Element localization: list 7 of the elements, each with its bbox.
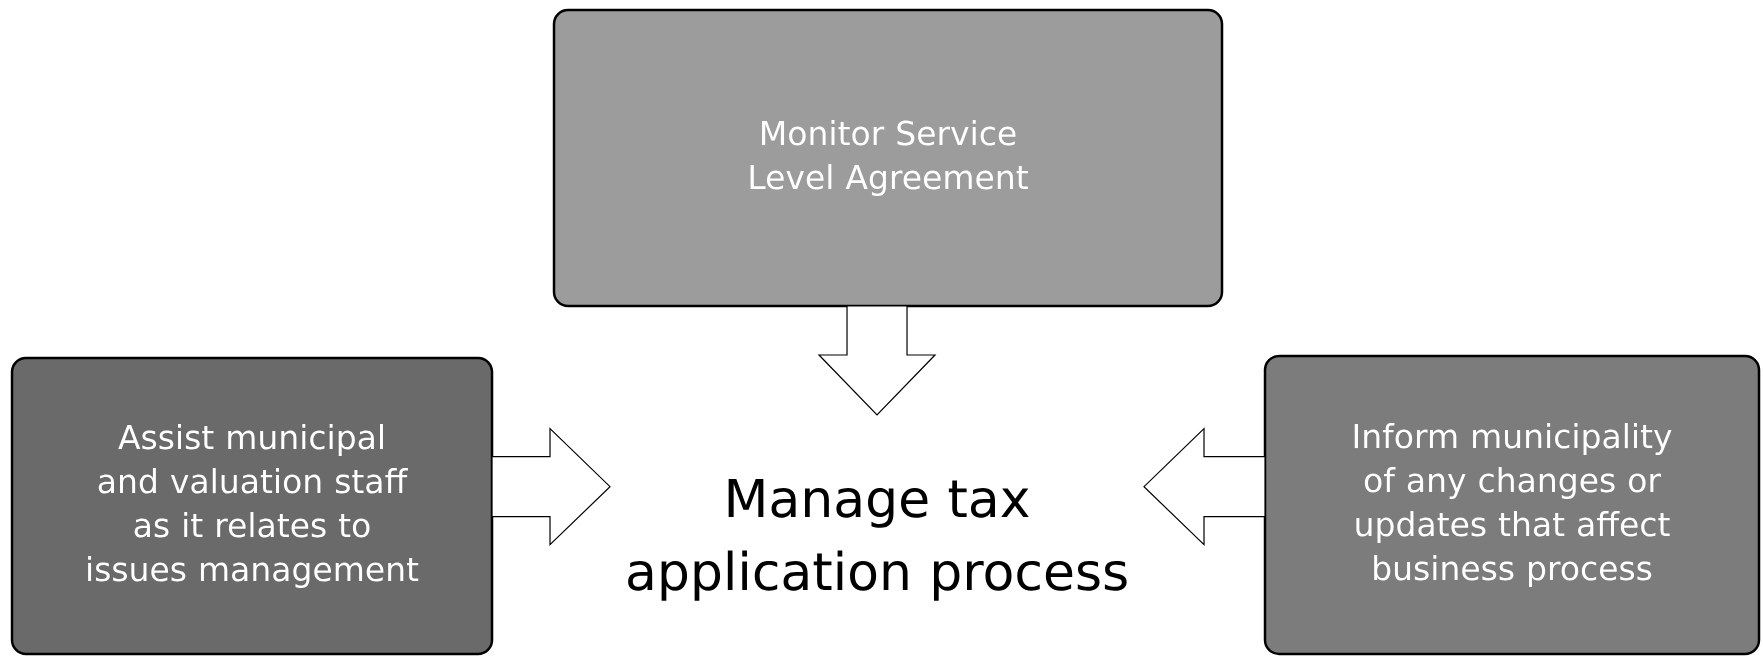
central-process-text: Manage tax application process xyxy=(628,479,1127,601)
process-box: Assist municipal and valuation staff as it relates to issues management xyxy=(10,356,494,656)
block-arrow xyxy=(491,427,611,547)
process-box: Inform municipality of any changes or updates that affect business process xyxy=(1263,354,1761,656)
block-arrow xyxy=(1143,427,1266,547)
process-box: Monitor Service Level Agreement xyxy=(552,8,1224,308)
block-arrow xyxy=(817,305,937,416)
